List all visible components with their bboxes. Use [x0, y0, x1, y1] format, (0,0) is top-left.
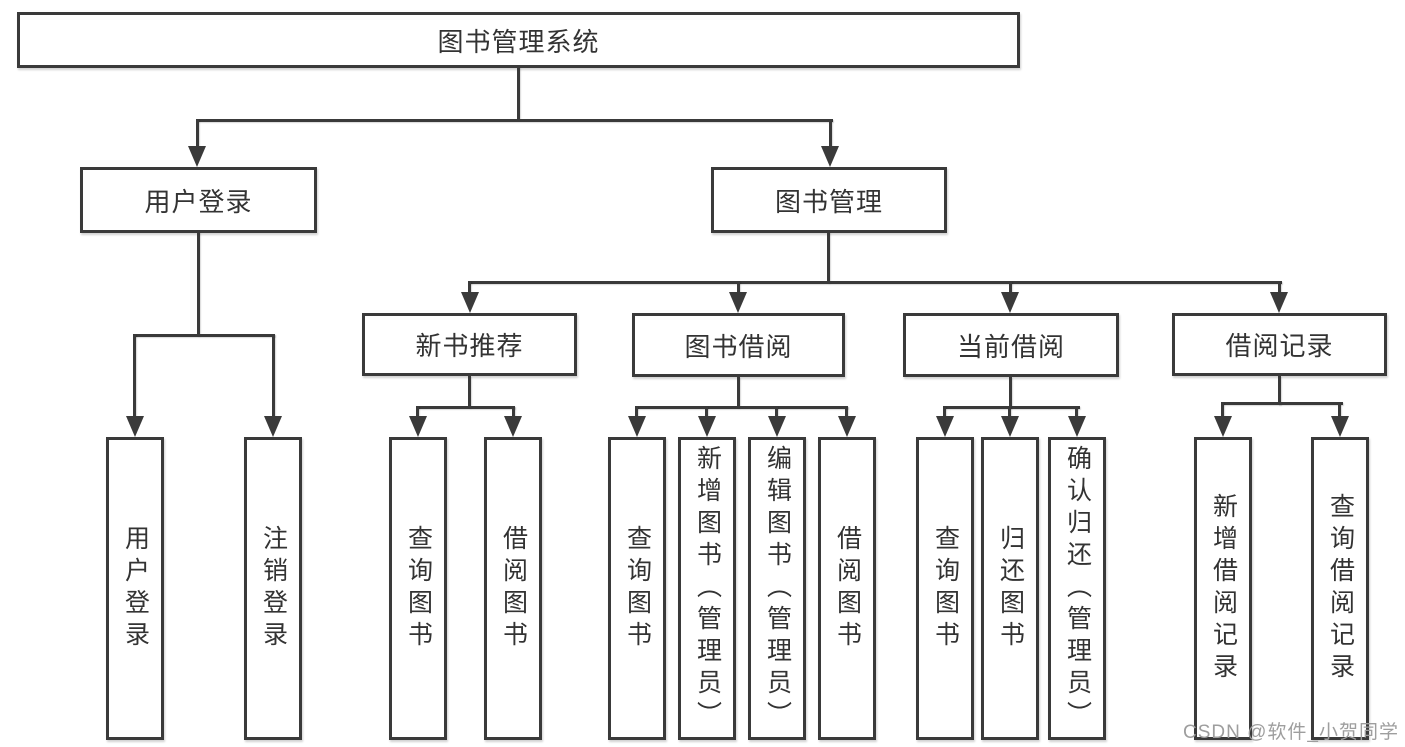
- connector-line: [1009, 377, 1012, 408]
- connector-line: [635, 406, 638, 422]
- arrow-down-icon: [821, 146, 839, 167]
- arrow-down-icon: [936, 416, 954, 437]
- arrow-down-icon: [768, 416, 786, 437]
- node-label: 图书借阅: [684, 331, 793, 362]
- connector-line: [1338, 402, 1341, 422]
- node-label: 图书管理系统: [437, 26, 600, 57]
- connector-line: [1278, 376, 1281, 405]
- connector-line: [468, 281, 1282, 284]
- leaf-user-login: 用户登录: [106, 437, 164, 740]
- node-borrow-record: 借阅记录: [1172, 313, 1387, 376]
- node-current-borrow: 当前借阅: [903, 313, 1119, 377]
- connector-line: [845, 406, 848, 422]
- node-label: 用户登录: [144, 186, 253, 217]
- leaf-label: 查询图书: [623, 524, 652, 653]
- node-label: 图书管理: [774, 186, 883, 217]
- arrow-down-icon: [1001, 416, 1019, 437]
- arrow-down-icon: [1331, 416, 1349, 437]
- leaf-return-books: 归还图书: [981, 437, 1039, 740]
- arrow-down-icon: [628, 416, 646, 437]
- connector-line: [943, 406, 946, 422]
- connector-line: [1008, 406, 1011, 422]
- leaf-label: 查询借阅记录: [1326, 492, 1355, 685]
- connector-line: [416, 406, 419, 422]
- connector-line: [196, 119, 833, 122]
- leaf-query-books-borrow: 查询图书: [608, 437, 666, 740]
- connector-line: [468, 376, 471, 408]
- connector-line: [512, 406, 515, 422]
- leaf-label: 新增借阅记录: [1209, 492, 1238, 685]
- connector-line: [705, 406, 708, 422]
- arrow-down-icon: [1270, 292, 1288, 313]
- arrow-down-icon: [729, 292, 747, 313]
- connector-line: [468, 281, 471, 296]
- leaf-query-books-recommend: 查询图书: [389, 437, 447, 740]
- leaf-query-borrow-record: 查询借阅记录: [1311, 437, 1369, 740]
- leaf-label: 用户登录: [121, 524, 150, 653]
- connector-line: [416, 406, 515, 409]
- connector-line: [1009, 281, 1012, 296]
- leaf-confirm-return-admin: 确认归还（管理员）: [1048, 437, 1106, 740]
- connector-line: [196, 119, 199, 152]
- arrow-down-icon: [461, 292, 479, 313]
- node-book-management: 图书管理: [711, 167, 947, 233]
- connector-line: [635, 406, 848, 409]
- leaf-borrow-books: 借阅图书: [818, 437, 876, 740]
- arrow-down-icon: [188, 146, 206, 167]
- leaf-label: 查询图书: [404, 524, 433, 653]
- arrow-down-icon: [698, 416, 716, 437]
- csdn-watermark: CSDN @软件_小贺同学: [1183, 722, 1399, 743]
- leaf-label: 新增图书（管理员）: [693, 444, 722, 733]
- node-label: 新书推荐: [415, 331, 524, 361]
- node-label: 当前借阅: [956, 331, 1065, 362]
- node-root: 图书管理系统: [17, 12, 1020, 68]
- connector-line: [197, 232, 200, 336]
- leaf-label: 查询图书: [931, 524, 960, 653]
- arrow-down-icon: [1001, 292, 1019, 313]
- leaf-label: 编辑图书（管理员）: [763, 444, 792, 733]
- node-new-book-recommend: 新书推荐: [362, 313, 577, 376]
- leaf-add-books-admin: 新增图书（管理员）: [678, 437, 736, 740]
- leaf-label: 归还图书: [996, 524, 1025, 653]
- leaf-add-borrow-record: 新增借阅记录: [1194, 437, 1252, 740]
- connector-line: [133, 334, 136, 422]
- connector-line: [1278, 281, 1281, 296]
- arrow-down-icon: [1068, 416, 1086, 437]
- connector-line: [272, 334, 275, 422]
- arrow-down-icon: [409, 416, 427, 437]
- connector-line: [1221, 402, 1343, 405]
- connector-line: [829, 119, 832, 152]
- connector-line: [775, 406, 778, 422]
- arrow-down-icon: [264, 416, 282, 437]
- arrow-down-icon: [1214, 416, 1232, 437]
- connector-line: [737, 377, 740, 408]
- leaf-edit-books-admin: 编辑图书（管理员）: [748, 437, 806, 740]
- leaf-label: 借阅图书: [833, 524, 862, 653]
- leaf-borrow-books-recommend: 借阅图书: [484, 437, 542, 740]
- leaf-label: 注销登录: [259, 524, 288, 653]
- leaf-logout: 注销登录: [244, 437, 302, 740]
- leaf-query-books-current: 查询图书: [916, 437, 974, 740]
- leaf-label: 确认归还（管理员）: [1063, 444, 1092, 733]
- connector-line: [133, 334, 275, 337]
- node-user-login: 用户登录: [80, 167, 317, 233]
- connector-line: [1221, 402, 1224, 422]
- leaf-label: 借阅图书: [499, 524, 528, 653]
- connector-line: [737, 281, 740, 296]
- arrow-down-icon: [838, 416, 856, 437]
- arrow-down-icon: [504, 416, 522, 437]
- connector-line: [943, 406, 1080, 409]
- connector-line: [517, 67, 520, 120]
- node-book-borrow: 图书借阅: [632, 313, 845, 377]
- arrow-down-icon: [126, 416, 144, 437]
- connector-line: [1075, 406, 1078, 422]
- node-label: 借阅记录: [1225, 331, 1334, 361]
- connector-line: [827, 232, 830, 283]
